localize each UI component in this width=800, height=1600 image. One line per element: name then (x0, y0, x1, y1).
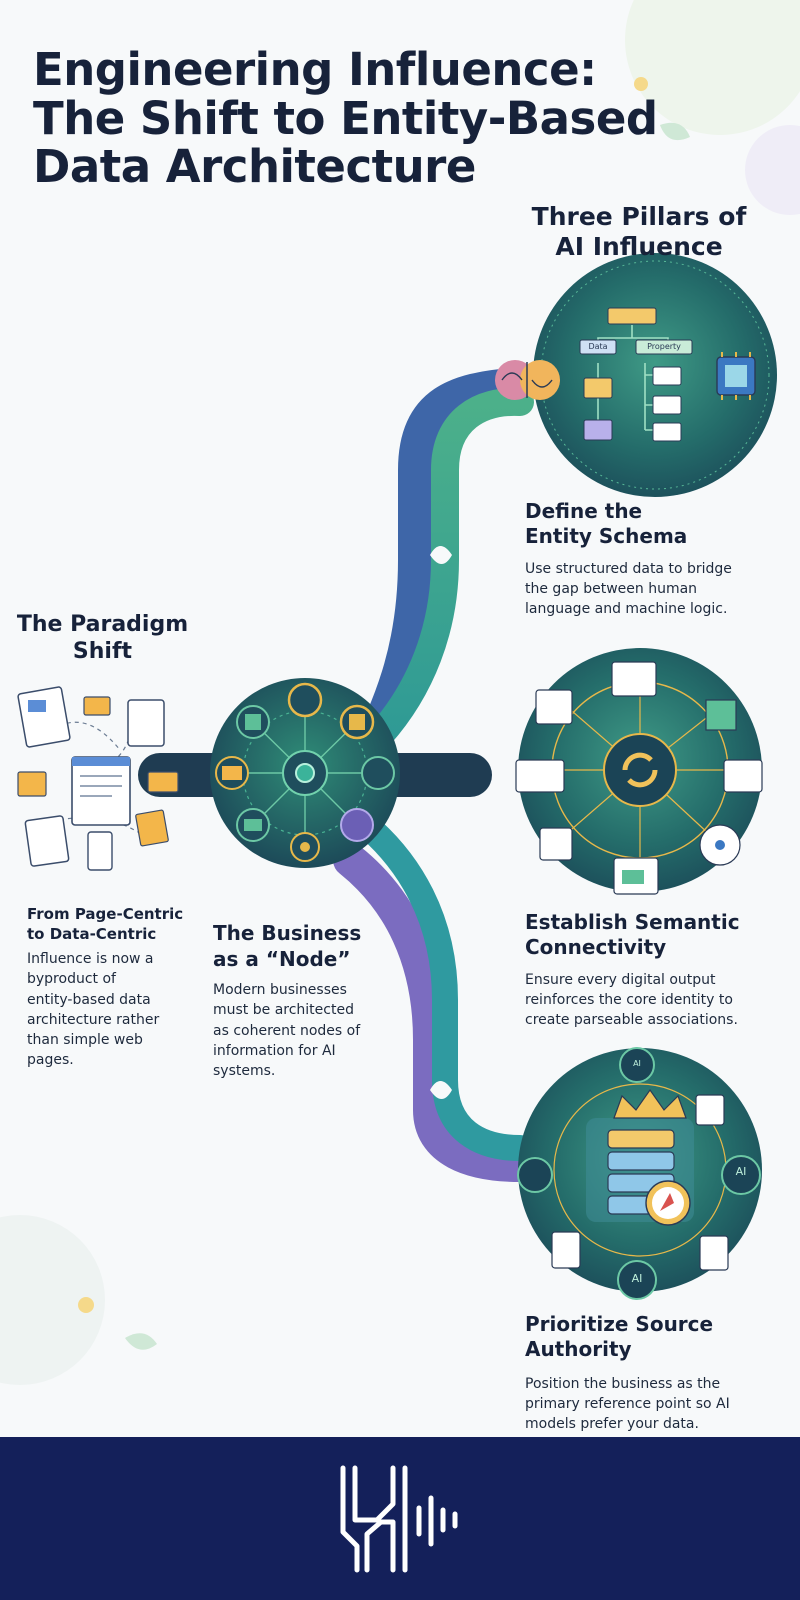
pillar-1-heading: Define the Entity Schema (525, 499, 688, 549)
page-title: Engineering Influence: The Shift to Enti… (33, 43, 658, 194)
source-authority-illustration (517, 1047, 762, 1300)
schema-tag-property: Property (647, 342, 681, 351)
decor-leaf (125, 1333, 157, 1350)
paradigm-heading: The Paradigm Shift (16, 612, 189, 664)
decor-blob (0, 1215, 105, 1385)
footer-bar (0, 1437, 800, 1600)
microchip-icon (716, 352, 756, 400)
decor-dot (78, 1297, 94, 1313)
scattered-documents-illustration (17, 686, 179, 871)
semantic-connectivity-illustration (515, 648, 763, 895)
pillar-2-heading: Establish Semantic Connectivity (525, 910, 740, 960)
ai-badge-icon: AI (631, 1272, 643, 1285)
brand-logo-icon (340, 1465, 458, 1573)
decor-dot (634, 77, 648, 91)
brain-icon (495, 360, 560, 400)
decor-blob (745, 125, 800, 215)
teal-path (347, 807, 533, 1161)
paradigm-body: Influence is now a byproduct of entity-b… (27, 951, 160, 1069)
schema-tag-data: Data (588, 342, 608, 351)
compass-icon (645, 1180, 691, 1226)
ai-badge-icon: AI (633, 1059, 641, 1068)
business-node-body: Modern businesses must be architected as… (213, 982, 361, 1080)
pillar-3-body: Position the business as the primary ref… (525, 1376, 730, 1433)
pillar-2-body: Ensure every digital output reinforces t… (525, 972, 738, 1029)
paradigm-subtitle: From Page-Centric to Data-Centric (27, 905, 184, 944)
pillar-1-body: Use structured data to bridge the gap be… (525, 561, 732, 618)
decor-leaf (660, 122, 690, 141)
pillars-heading: Three Pillars of AI Influence (531, 202, 747, 261)
decor-blob (625, 0, 800, 135)
purple-path (333, 843, 537, 1182)
business-node-heading: The Business as a “Node” (213, 921, 362, 971)
business-node-hub (210, 678, 400, 868)
pillar-3-heading: Prioritize Source Authority (525, 1312, 714, 1362)
entity-schema-illustration (495, 253, 777, 497)
ai-badge-icon: AI (735, 1165, 747, 1178)
